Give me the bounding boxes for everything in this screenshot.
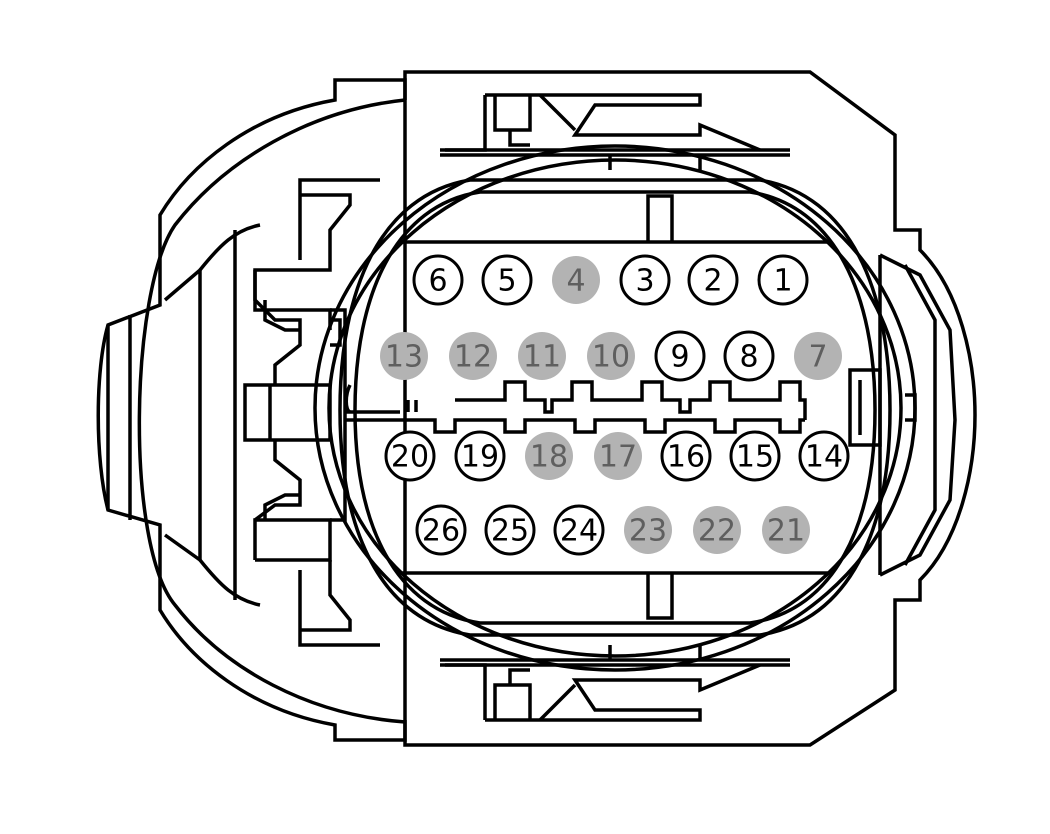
pin-label: 10 — [592, 340, 630, 375]
pin-empty-circle — [687, 254, 739, 306]
pin-filled-circle — [624, 506, 672, 554]
pin-14: 14 — [798, 430, 850, 482]
inner-face — [344, 194, 830, 620]
pin-empty-circle — [660, 430, 712, 482]
pin-label: 8 — [739, 340, 758, 375]
pin-empty-circle — [729, 430, 781, 482]
pin-21: 21 — [762, 506, 810, 554]
pin-label: 6 — [428, 264, 447, 299]
pin-empty-circle — [384, 430, 436, 482]
pin-7: 7 — [794, 332, 842, 380]
pin-label: 16 — [667, 440, 705, 475]
pin-label: 5 — [497, 264, 516, 299]
pin-label: 12 — [454, 340, 492, 375]
outer-shell-left — [96, 78, 407, 742]
pin-11: 11 — [518, 332, 566, 380]
pin-label: 24 — [560, 514, 598, 549]
pin-label: 3 — [635, 264, 654, 299]
pin-empty-circle — [481, 254, 533, 306]
pin-filled-circle — [693, 506, 741, 554]
pin-label: 2 — [703, 264, 722, 299]
pin-25: 25 — [484, 504, 536, 556]
pin-label: 11 — [523, 340, 561, 375]
pin-filled-circle — [594, 432, 642, 480]
pin-empty-circle — [484, 504, 536, 556]
pin-22: 22 — [693, 506, 741, 554]
pin-23: 23 — [624, 506, 672, 554]
pin-3: 3 — [619, 254, 671, 306]
pin-24: 24 — [553, 504, 605, 556]
pin-label: 17 — [599, 440, 637, 475]
pin-8: 8 — [723, 330, 775, 382]
pin-empty-circle — [723, 330, 775, 382]
pin-filled-circle — [449, 332, 497, 380]
main-housing — [403, 70, 977, 747]
pin-empty-circle — [415, 504, 467, 556]
pin-label: 19 — [461, 440, 499, 475]
pin-1: 1 — [757, 254, 809, 306]
pin-filled-circle — [380, 332, 428, 380]
pin-label: 9 — [670, 340, 689, 375]
pin-label: 23 — [629, 514, 667, 549]
pin-label: 21 — [767, 514, 805, 549]
pin-empty-circle — [619, 254, 671, 306]
pin-label: 26 — [422, 514, 460, 549]
pin-20: 20 — [384, 430, 436, 482]
pin-filled-circle — [587, 332, 635, 380]
pin-16: 16 — [660, 430, 712, 482]
latch-top — [440, 93, 790, 170]
pin-label: 7 — [808, 340, 827, 375]
oval-rings — [313, 144, 917, 672]
pin-label: 1 — [773, 264, 792, 299]
pin-label: 4 — [566, 264, 585, 299]
pin-filled-circle — [518, 332, 566, 380]
pin-2: 2 — [687, 254, 739, 306]
pin-label: 13 — [385, 340, 423, 375]
pin-10: 10 — [587, 332, 635, 380]
pin-empty-circle — [654, 330, 706, 382]
pin-18: 18 — [525, 432, 573, 480]
pin-label: 15 — [736, 440, 774, 475]
pin-9: 9 — [654, 330, 706, 382]
pin-6: 6 — [412, 254, 464, 306]
pin-empty-circle — [454, 430, 506, 482]
pin-filled-circle — [762, 506, 810, 554]
pin-empty-circle — [553, 504, 605, 556]
pin-label: 14 — [805, 440, 843, 475]
pin-label: 22 — [698, 514, 736, 549]
pin-filled-circle — [552, 256, 600, 304]
pin-19: 19 — [454, 430, 506, 482]
pin-label: 25 — [491, 514, 529, 549]
pin-17: 17 — [594, 432, 642, 480]
pin-26: 26 — [415, 504, 467, 556]
pin-filled-circle — [525, 432, 573, 480]
pin-13: 13 — [380, 332, 428, 380]
pin-filled-circle — [794, 332, 842, 380]
pin-empty-circle — [757, 254, 809, 306]
pin-label: 18 — [530, 440, 568, 475]
pin-empty-circle — [412, 254, 464, 306]
pin-15: 15 — [729, 430, 781, 482]
pin-4: 4 — [552, 256, 600, 304]
pin-5: 5 — [481, 254, 533, 306]
pin-label: 20 — [391, 440, 429, 475]
pin-empty-circle — [798, 430, 850, 482]
pin-12: 12 — [449, 332, 497, 380]
